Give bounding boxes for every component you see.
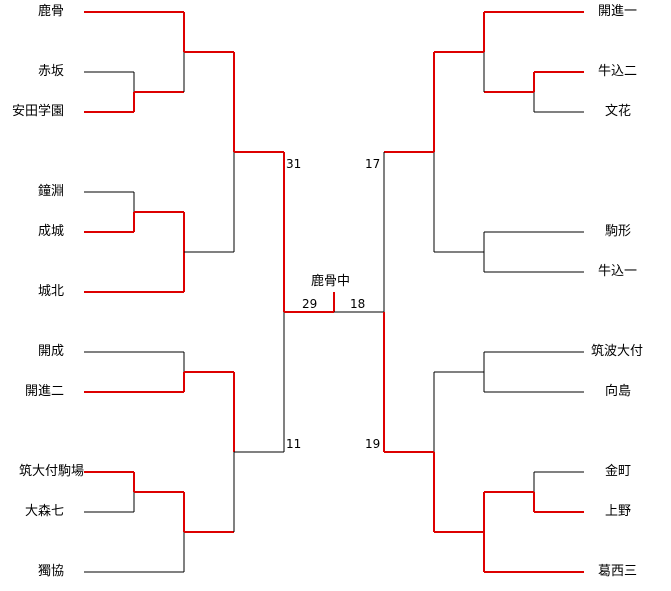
score-right-semi-top: 17 bbox=[365, 157, 381, 171]
team-left-6: 城北 bbox=[37, 284, 64, 299]
team-right-10: 葛西三 bbox=[598, 564, 638, 579]
team-left-5: 成城 bbox=[37, 224, 64, 239]
team-left-4: 鐘淵 bbox=[37, 184, 64, 199]
team-right-6: 筑波大付 bbox=[591, 344, 644, 359]
score-left-semi-bottom: 11 bbox=[286, 437, 302, 451]
team-right-9: 上野 bbox=[605, 504, 632, 519]
score-right-semi-bottom: 19 bbox=[365, 437, 381, 451]
team-left-11: 獨協 bbox=[37, 564, 64, 579]
team-right-2: 牛込二 bbox=[598, 64, 638, 79]
team-right-1: 開進一 bbox=[598, 4, 638, 19]
team-right-7: 向島 bbox=[605, 384, 632, 399]
team-left-8: 開進二 bbox=[24, 384, 64, 399]
score-final-left: 29 bbox=[302, 297, 318, 311]
team-right-8: 金町 bbox=[605, 464, 632, 479]
team-left-9: 筑大付駒場 bbox=[18, 464, 84, 479]
team-left-10: 大森七 bbox=[24, 504, 64, 519]
team-left-3: 安田学園 bbox=[11, 104, 64, 119]
team-left-7: 開成 bbox=[37, 344, 64, 359]
team-left-1: 鹿骨 bbox=[37, 4, 64, 19]
team-left-2: 赤坂 bbox=[37, 64, 64, 79]
team-right-3: 文花 bbox=[605, 104, 632, 119]
champion-label: 鹿骨中 bbox=[311, 274, 351, 289]
score-left-semi-top: 31 bbox=[286, 157, 302, 171]
score-final-right: 18 bbox=[350, 297, 366, 311]
team-right-5: 牛込一 bbox=[598, 264, 638, 279]
team-right-4: 駒形 bbox=[605, 224, 632, 239]
